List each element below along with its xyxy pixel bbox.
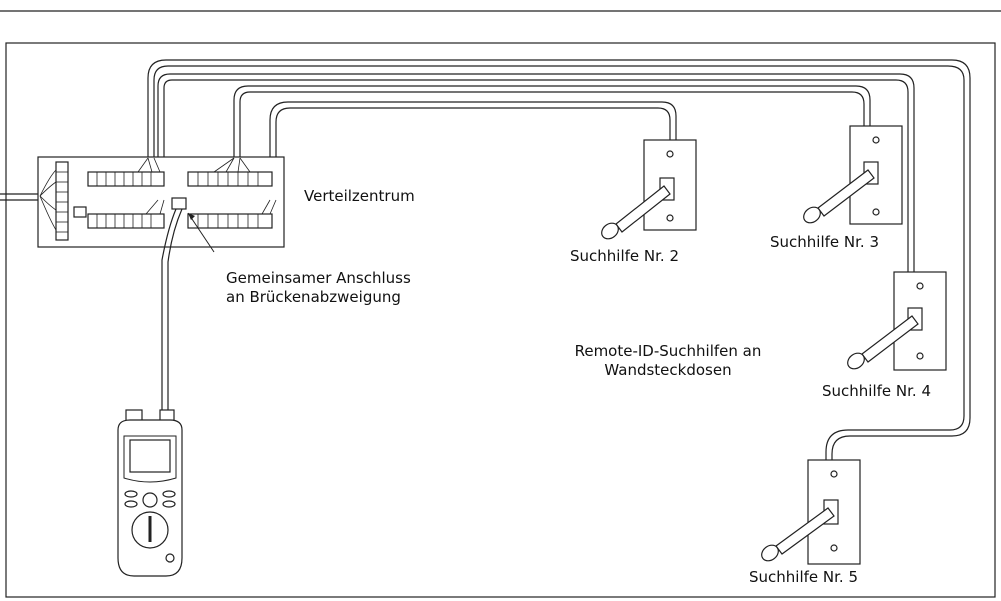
distribution-panel xyxy=(37,156,285,248)
wall-plate-4 xyxy=(893,271,947,371)
figure-frame xyxy=(5,42,996,598)
cable-to-locator-3 xyxy=(233,85,871,158)
leader-arrowhead xyxy=(188,213,195,220)
cable-to-locator-5 xyxy=(147,59,971,470)
wall-plate-2 xyxy=(643,139,697,231)
common-port-leader xyxy=(187,212,215,253)
label-common-port-line1: Gemeinsamer Anschluss xyxy=(226,269,411,287)
label-locator-2: Suchhilfe Nr. 2 xyxy=(570,247,679,265)
rj45-jack-common-port xyxy=(171,197,187,210)
remote-locator-2 xyxy=(601,185,671,240)
remote-locator-3 xyxy=(803,169,875,224)
tester-cable xyxy=(161,208,177,410)
label-common-port-line2: an Brückenabzweigung xyxy=(226,288,401,306)
wall-plate-3 xyxy=(849,125,903,225)
label-remote-caption-line1: Remote-ID-Suchhilfen an xyxy=(575,342,762,360)
label-locator-4: Suchhilfe Nr. 4 xyxy=(822,382,931,400)
label-locator-5: Suchhilfe Nr. 5 xyxy=(749,568,858,586)
label-distribution-center: Verteilzentrum xyxy=(304,187,415,205)
label-locator-3: Suchhilfe Nr. 3 xyxy=(770,233,879,251)
wall-plate-5 xyxy=(807,459,861,565)
cable-to-locator-2 xyxy=(269,101,677,200)
remote-locator-5 xyxy=(761,507,835,562)
rj45-jack-left xyxy=(73,206,87,218)
tester-cable-2 xyxy=(167,208,183,410)
remote-locator-4 xyxy=(847,315,919,370)
cable-to-locator-4 xyxy=(157,73,915,280)
handheld-tester-device xyxy=(117,409,183,577)
label-remote-caption-line2: Wandsteckdosen xyxy=(604,361,731,379)
